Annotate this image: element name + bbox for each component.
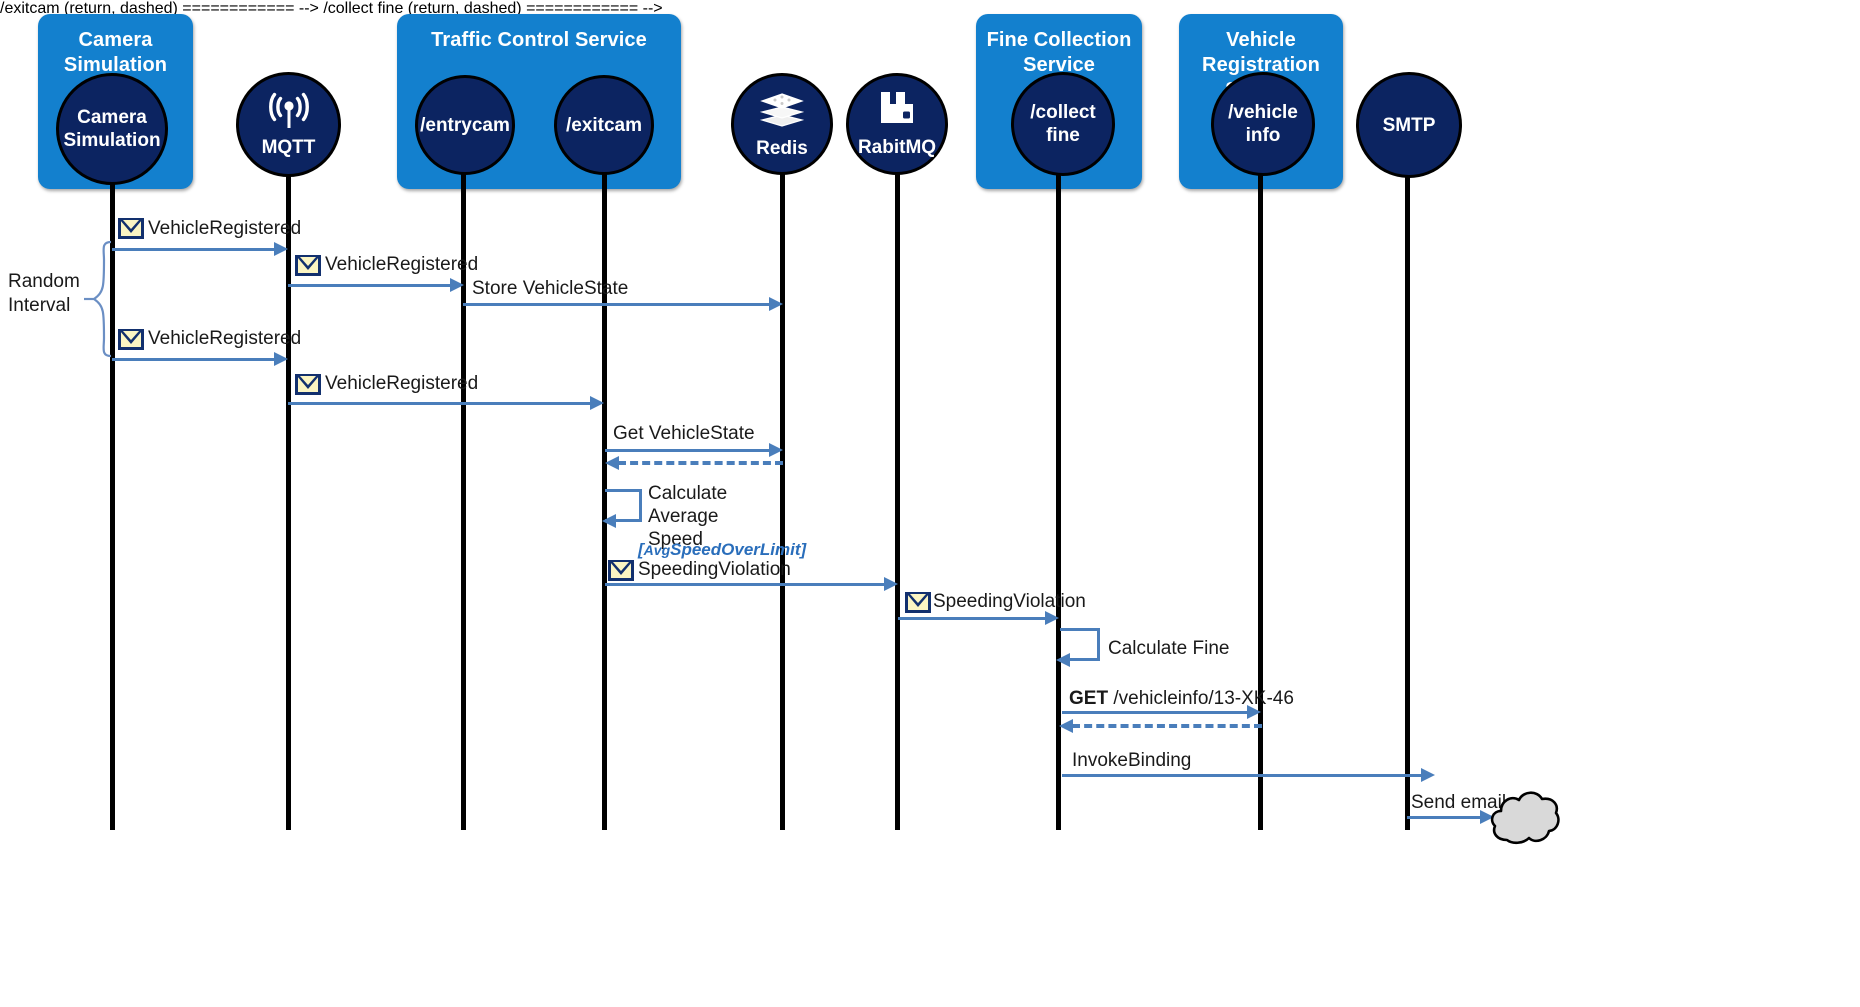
- random-interval-note: Random Interval: [8, 270, 88, 318]
- envelope-icon: [118, 329, 144, 350]
- arrow-head-m9: [884, 577, 898, 591]
- cloud-icon: [1490, 791, 1560, 845]
- message-label-m10: SpeedingViolation: [933, 591, 1086, 612]
- arrow-head-m15: [1480, 810, 1494, 824]
- arrow-head-m10: [1045, 611, 1059, 625]
- lifeline-smtp: [1405, 125, 1410, 830]
- lifeline-mqtt: [286, 125, 291, 830]
- message-label-m5: VehicleRegistered: [325, 373, 479, 394]
- message-arrow-m9: [605, 583, 885, 586]
- lifeline-redis: [780, 125, 785, 830]
- lifeline-camera-simulation: [110, 130, 115, 830]
- self-call-loop-m8: [605, 489, 642, 522]
- service-box-title: Fine Collection Service: [986, 29, 1132, 76]
- message-arrow-m12: [1062, 711, 1252, 714]
- arrow-head-m4: [274, 352, 288, 366]
- arrow-head-m13: [1059, 719, 1073, 733]
- message-label-m9: SpeedingViolation: [638, 559, 791, 580]
- guard-body: SpeedOverLimit: [670, 540, 801, 559]
- envelope-icon: [295, 255, 321, 276]
- message-label-m4: VehicleRegistered: [148, 328, 302, 349]
- lifeline-rabitmq: [895, 125, 900, 830]
- message-arrow-m15: [1407, 816, 1483, 819]
- guard-prefix: Avg: [643, 542, 671, 558]
- message-label-m2: VehicleRegistered: [325, 254, 479, 275]
- arrow-head-m8: [602, 514, 616, 528]
- lifeline-entrycam: [461, 125, 466, 830]
- message-arrow-m7: [618, 461, 783, 465]
- participant-mqtt[interactable]: MQTT: [236, 72, 341, 177]
- participant-redis[interactable]: Redis: [731, 73, 833, 175]
- message-arrow-m3: [463, 303, 773, 306]
- message-arrow-m6: [605, 449, 772, 452]
- arrow-head-m14: [1421, 768, 1435, 782]
- message-arrow-m13: [1072, 724, 1262, 728]
- participant-rabitmq[interactable]: RabitMQ: [846, 73, 948, 175]
- participant-label: MQTT: [261, 136, 316, 158]
- arrow-head-m5: [590, 396, 604, 410]
- message-arrow-m5: [288, 402, 593, 405]
- participant-label: Redis: [756, 137, 808, 159]
- envelope-icon: [608, 560, 634, 581]
- arrow-head-m6: [769, 443, 783, 457]
- antenna-icon: [266, 91, 312, 134]
- envelope-icon: [295, 374, 321, 395]
- lifeline-exitcam: [602, 125, 607, 830]
- lifeline-collectfine: [1056, 125, 1061, 830]
- message-label-m15: Send email: [1411, 792, 1507, 813]
- message-arrow-m10: [898, 617, 1048, 620]
- guard-bracket-open: [: [638, 540, 644, 559]
- participant-label: SMTP: [1382, 114, 1436, 136]
- arrow-head-m1: [274, 242, 288, 256]
- redis-stack-icon: [759, 89, 805, 134]
- service-box-title: Camera Simulation: [63, 29, 168, 76]
- participant-exitcam[interactable]: /exitcam: [554, 75, 654, 175]
- message-label-m1: VehicleRegistered: [148, 218, 302, 239]
- message-arrow-m2: [288, 284, 453, 287]
- random-interval-label: Random Interval: [8, 271, 80, 316]
- message-arrow-m14: [1062, 774, 1424, 777]
- arrow-head-m12: [1247, 705, 1261, 719]
- service-box-title: Traffic Control Service: [431, 29, 647, 51]
- message-label-m11: Calculate Fine: [1108, 638, 1230, 659]
- rabbitmq-icon: [877, 90, 917, 133]
- guard-bracket-close: ]: [800, 540, 807, 559]
- participant-smtp[interactable]: SMTP: [1356, 72, 1462, 178]
- message-label-m3: Store VehicleState: [472, 278, 629, 299]
- participant-label: /exitcam: [565, 114, 643, 136]
- message-label-m14: InvokeBinding: [1072, 750, 1192, 771]
- lifeline-vehicleinfo: [1258, 125, 1263, 830]
- arrow-head-m2: [450, 278, 464, 292]
- message-label-m12: GET /vehicleinfo/13-XK-46: [1069, 687, 1294, 710]
- self-call-loop-m11: [1060, 628, 1100, 661]
- message-path-m12: /vehicleinfo/13-XK-46: [1113, 688, 1294, 709]
- random-interval-brace: [84, 240, 112, 358]
- message-method-m12: GET: [1069, 688, 1109, 709]
- participant-entrycam[interactable]: /entrycam: [415, 75, 515, 175]
- arrow-head-m11: [1056, 653, 1070, 667]
- participant-label: RabitMQ: [857, 136, 937, 158]
- envelope-icon: [118, 218, 144, 239]
- arrow-head-m3: [769, 297, 783, 311]
- message-arrow-m4: [112, 358, 277, 361]
- message-label-m8: Calculate Average Speed: [648, 483, 728, 550]
- message-label-m6: Get VehicleState: [613, 423, 755, 444]
- envelope-icon: [905, 592, 931, 613]
- message-arrow-m1: [112, 248, 277, 251]
- participant-label: /entrycam: [420, 114, 510, 136]
- arrow-head-m7: [605, 456, 619, 470]
- guard-condition-m9: [AvgSpeedOverLimit]: [638, 540, 806, 560]
